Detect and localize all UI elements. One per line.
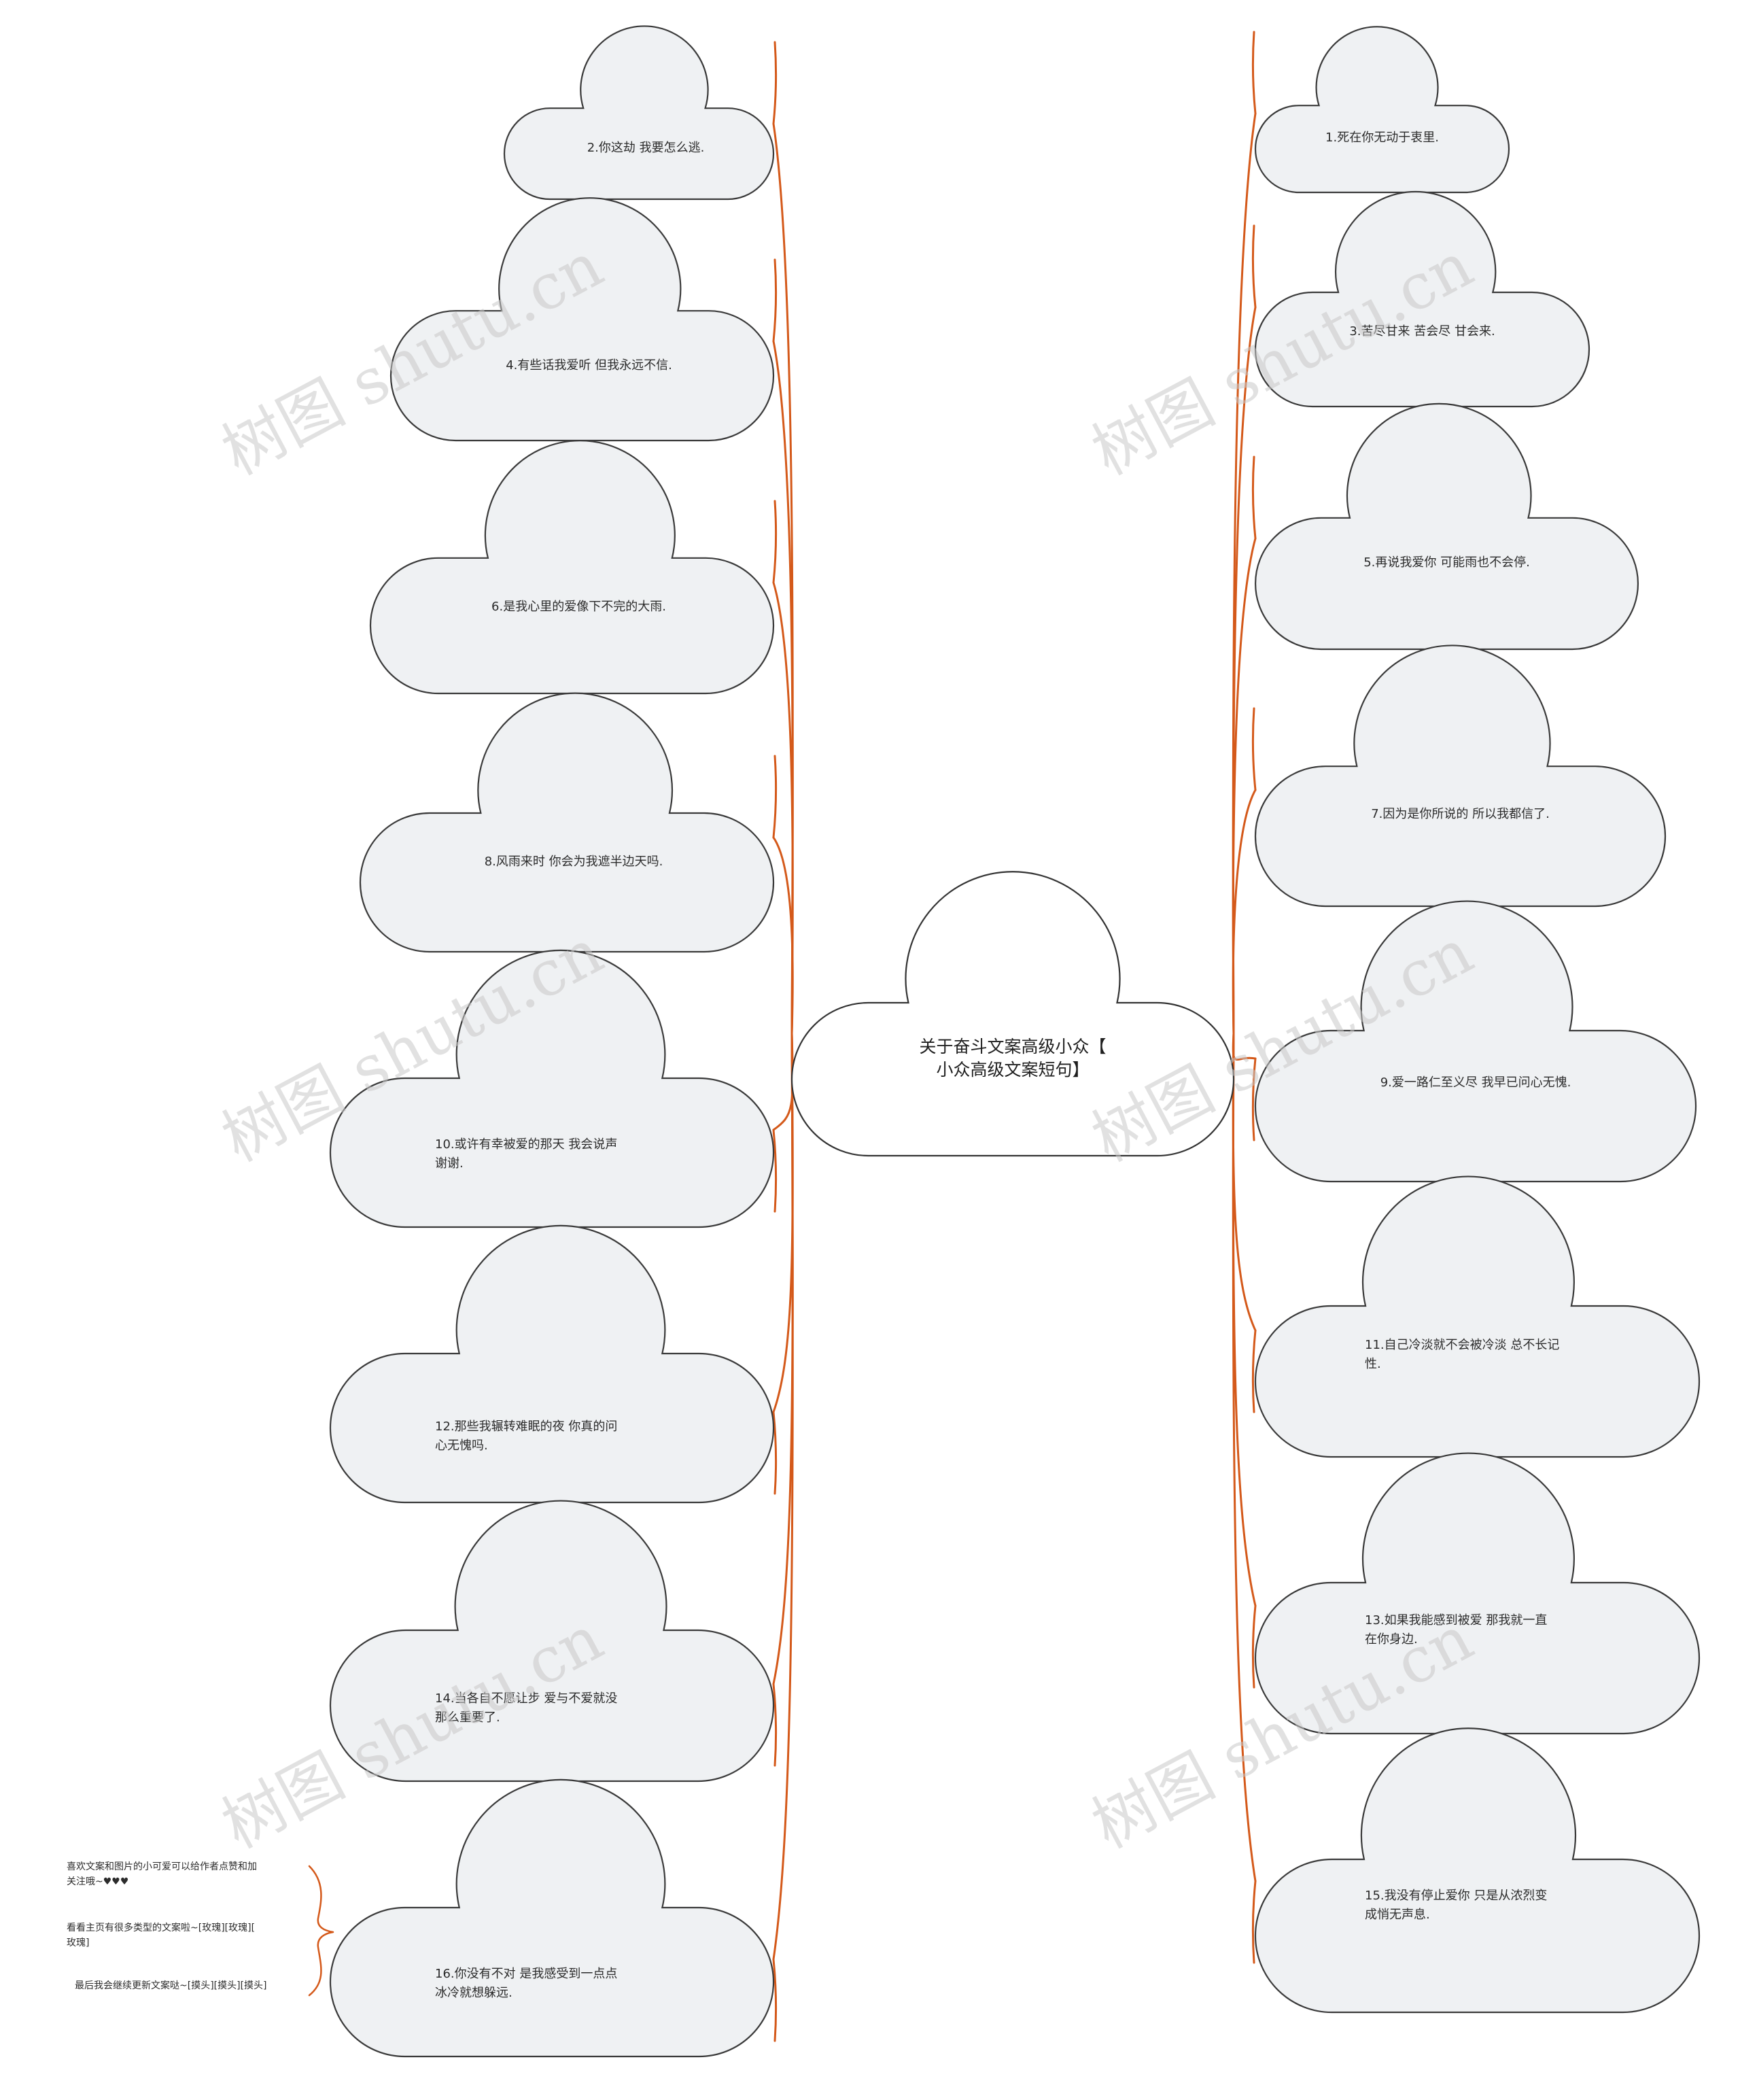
branch-left-tail-7 (772, 1683, 778, 1767)
branch-left-tail-4 (772, 755, 778, 839)
branch-left-tail-1 (772, 41, 778, 125)
note-text-1: 关注哦~♥♥♥ (67, 1876, 128, 1887)
right-node-8-shape (1254, 1727, 1701, 2014)
branch-left-6 (772, 1032, 794, 1413)
left-node-4-shape (359, 692, 775, 953)
branch-right-tail-2 (1251, 224, 1257, 309)
center-topic-text: 小众高级文案短句】 (936, 1060, 1089, 1080)
node-text: 6.是我心里的爱像下不完的大雨. (491, 600, 666, 614)
note-text-3: 最后我会继续更新文案哒~[摸头][摸头][摸头] (75, 1980, 267, 1991)
branch-right-tail-3 (1251, 455, 1257, 540)
node-text: 那么重要了. (435, 1710, 500, 1725)
branch-left-tail-8 (772, 1958, 778, 2042)
center-topic[interactable]: 关于奋斗文案高级小众【小众高级文案短句】 (790, 871, 1235, 1157)
node-text: 1.死在你无动于衷里. (1325, 131, 1439, 145)
node-text: 14.当各自不愿让步 爱与不爱就没 (435, 1691, 617, 1706)
right-node-1[interactable]: 1.死在你无动于衷里. (1254, 26, 1510, 194)
branch-lines (772, 31, 1257, 2042)
left-node-6-shape (329, 1224, 775, 1504)
note-brace (308, 1865, 334, 1997)
left-node-1[interactable]: 2.你这劫 我要怎么逃. (503, 25, 775, 201)
node-text: 5.再说我爱你 可能雨也不会停. (1363, 555, 1530, 570)
node-text: 谢谢. (435, 1156, 464, 1171)
left-node-5-shape (329, 949, 775, 1228)
branch-left-4 (772, 836, 794, 1035)
node-text: 8.风雨来时 你会为我遮半边天吗. (485, 855, 663, 869)
branch-right-tail-4 (1251, 707, 1257, 791)
cloud-nodes: 关于奋斗文案高级小众【小众高级文案短句】 2.你这劫 我要怎么逃. 4.有些话我爱听… (329, 25, 1701, 2058)
right-node-4-shape (1254, 644, 1667, 908)
branch-right-8 (1232, 1032, 1257, 1882)
branch-left-tail-5 (772, 1129, 778, 1213)
left-node-1-shape (503, 25, 775, 201)
right-node-2[interactable]: 3.苦尽甘来 苦会尽 甘会来. (1254, 190, 1590, 408)
left-node-3-shape (369, 440, 775, 695)
left-node-4[interactable]: 8.风雨来时 你会为我遮半边天吗. (359, 692, 775, 953)
node-text: 3.苦尽甘来 苦会尽 甘会来. (1349, 324, 1495, 339)
branch-right-tail-5 (1251, 1057, 1257, 1141)
right-node-3-shape (1254, 402, 1639, 651)
branch-left-tail-3 (772, 500, 778, 584)
branch-left-5 (772, 1032, 794, 1131)
right-node-2-shape (1254, 190, 1590, 408)
node-text: 2.你这劫 我要怎么逃. (587, 141, 705, 155)
branch-right-tail-8 (1251, 1880, 1257, 1964)
right-node-5[interactable]: 9.爱一路仁至义尽 我早已问心无愧. (1254, 900, 1697, 1183)
branch-left-8 (772, 1032, 794, 1961)
node-text: 10.或许有幸被爱的那天 我会说声 (435, 1137, 617, 1152)
node-text: 成悄无声息. (1365, 1908, 1430, 1922)
center-topic-shape (790, 871, 1235, 1157)
left-node-8-shape (329, 1778, 775, 2058)
node-text: 冰冷就想躲远. (435, 1986, 512, 2000)
left-node-3[interactable]: 6.是我心里的爱像下不完的大雨. (369, 440, 775, 695)
node-text: 11.自己冷淡就不会被冷淡 总不长记 (1365, 1338, 1559, 1352)
branch-left-7 (772, 1032, 794, 1685)
note-text-2: 看看主页有很多类型的文案啦~[玫瑰][玫瑰][ (67, 1922, 255, 1933)
left-node-7-shape (329, 1500, 775, 1783)
node-text: 13.如果我能感到被爱 那我就一直 (1365, 1613, 1547, 1628)
branch-left-tail-2 (772, 258, 778, 343)
right-node-6-shape (1254, 1175, 1701, 1458)
node-text: 4.有些话我爱听 但我永远不信. (506, 358, 672, 373)
note-text-1: 喜欢文案和图片的小可爱可以给作者点赞和加 (67, 1861, 257, 1872)
center-topic-text: 关于奋斗文案高级小众【 (919, 1037, 1106, 1056)
node-text: 心无愧吗. (435, 1439, 488, 1453)
branch-right-tail-7 (1251, 1604, 1257, 1689)
note-brace-curve (308, 1865, 334, 1997)
note-text-2: 玫瑰] (67, 1938, 89, 1948)
node-text: 15.我没有停止爱你 只是从浓烈变 (1365, 1889, 1547, 1903)
right-node-4[interactable]: 7.因为是你所说的 所以我都信了. (1254, 644, 1667, 908)
branch-right-4 (1232, 789, 1257, 1035)
node-text: 在你身边. (1365, 1632, 1418, 1647)
branch-right-tail-1 (1251, 31, 1257, 115)
node-text: 12.那些我辗转难眠的夜 你真的问 (435, 1419, 617, 1434)
branch-right-tail-6 (1251, 1329, 1257, 1413)
node-text: 性. (1365, 1357, 1381, 1371)
left-node-2-shape (389, 197, 775, 442)
right-node-5-shape (1254, 900, 1697, 1183)
right-node-3[interactable]: 5.再说我爱你 可能雨也不会停. (1254, 402, 1639, 651)
right-node-1-shape (1254, 26, 1510, 194)
node-text: 7.因为是你所说的 所以我都信了. (1371, 807, 1550, 821)
branch-left-tail-6 (772, 1411, 778, 1495)
left-node-2[interactable]: 4.有些话我爱听 但我永远不信. (389, 197, 775, 442)
node-text: 9.爱一路仁至义尽 我早已问心无愧. (1380, 1075, 1571, 1090)
node-text: 16.你没有不对 是我感受到一点点 (435, 1967, 617, 1981)
right-node-7-shape (1254, 1452, 1701, 1735)
